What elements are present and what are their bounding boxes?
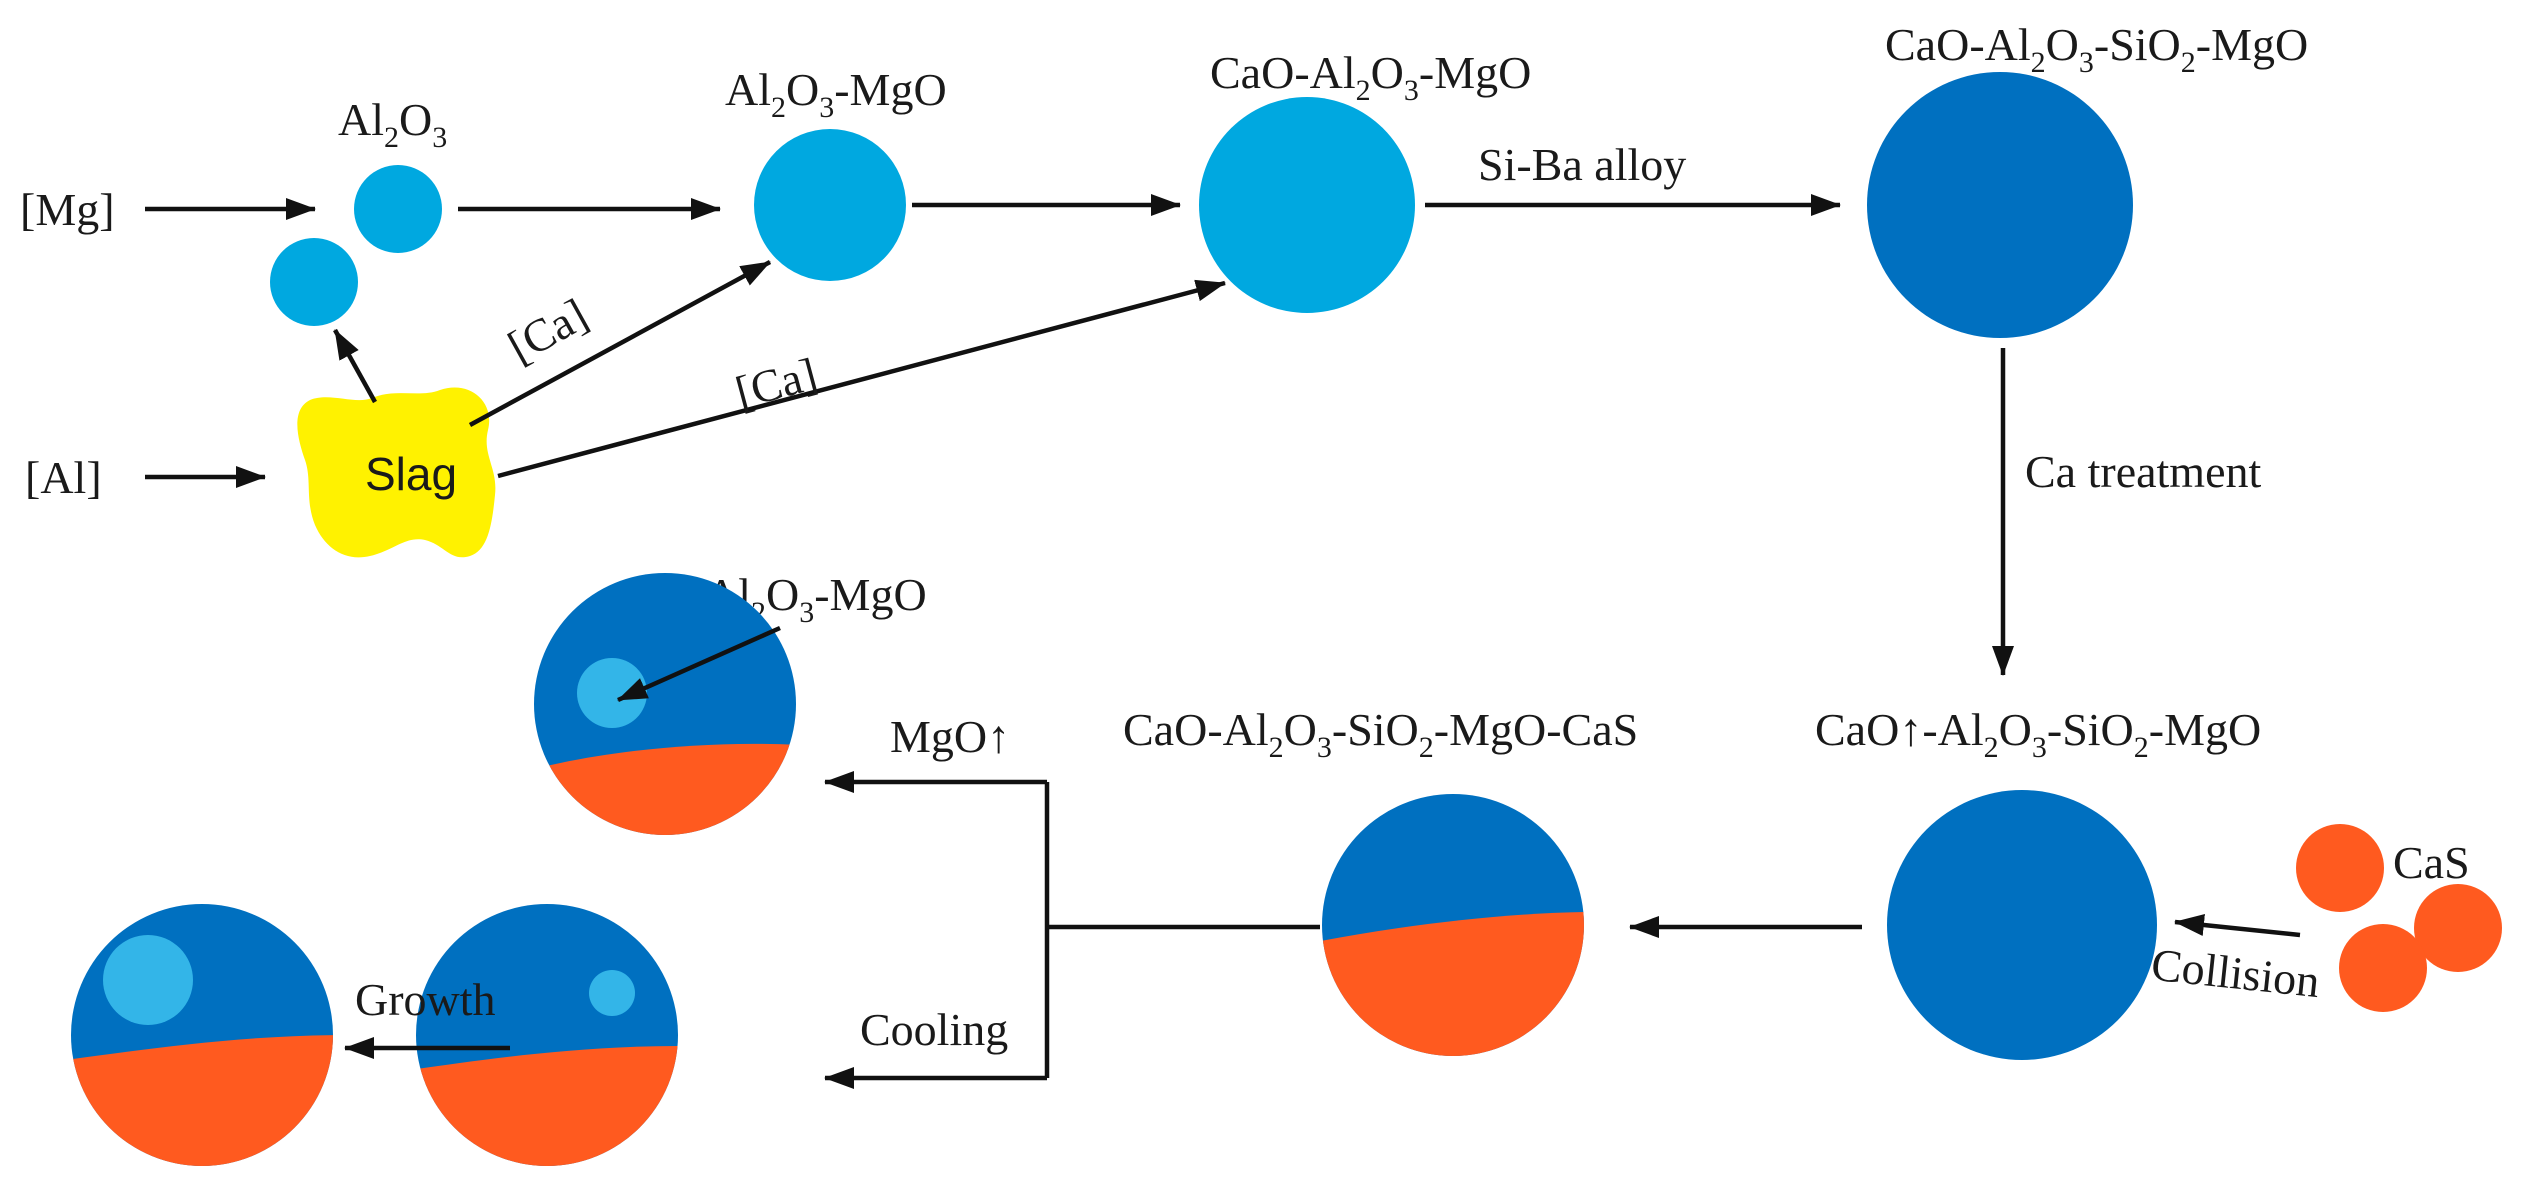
al-input-label: [Al]: [25, 452, 102, 503]
cooling-particle: [416, 904, 678, 1166]
growth-label: Growth: [355, 974, 496, 1025]
al2o3-particle-2: [270, 238, 358, 326]
cao-al2o3-sio2-mgo-label: CaO-Al2O3-SiO2-MgO: [1885, 19, 2308, 79]
grown-spinel: [103, 935, 193, 1025]
ca-treatment-label: Ca treatment: [2025, 446, 2262, 497]
mg-input-label: [Mg]: [20, 184, 115, 235]
slag-label: Slag: [365, 448, 457, 500]
siba-alloy-label: Si-Ba alloy: [1478, 139, 1686, 190]
cas-inclusion-particle: [1322, 794, 1584, 1056]
grown-particle: [71, 904, 333, 1166]
slag-blob: [297, 387, 496, 558]
cas-label: CaS: [2393, 837, 2470, 888]
small-spinel: [589, 970, 635, 1016]
slag-to-al2o3-arrow: [333, 328, 377, 404]
inner-spinel: [577, 658, 647, 728]
cao-up-particle: [1887, 790, 2157, 1060]
ca-label-2: [Ca]: [730, 348, 822, 418]
cas-particle-3: [2339, 924, 2427, 1012]
mgo-rich-particle: [534, 573, 796, 835]
mgo-up-label: MgO↑: [890, 711, 1010, 762]
slag-to-spinel-arrow: [468, 260, 772, 427]
cooling-label: Cooling: [860, 1004, 1008, 1055]
collision-label: Collision: [2149, 939, 2322, 1007]
cas-inclusion-label: CaO-Al2O3-SiO2-MgO-CaS: [1123, 704, 1638, 764]
cas-particle-1: [2296, 824, 2384, 912]
al2o3-particle: [354, 165, 442, 253]
cao-up-label: CaO↑-Al2O3-SiO2-MgO: [1815, 704, 2261, 764]
cao-al2o3-sio2-mgo-particle: [1867, 72, 2133, 338]
al2o3-mgo-particle: [754, 129, 906, 281]
al2o3-label: Al2O3: [338, 94, 447, 154]
slag-to-cao-arrow: [497, 279, 1226, 479]
collision-arrow: [2174, 914, 2301, 938]
al2o3-mgo-label: Al2O3-MgO: [725, 64, 947, 124]
ca-label-1: [Ca]: [499, 288, 595, 372]
spinel-pointer-arrow: [617, 625, 781, 703]
cao-al2o3-mgo-label: CaO-Al2O3-MgO: [1210, 47, 1531, 107]
cas-particle-2: [2414, 884, 2502, 972]
cao-al2o3-mgo-particle: [1199, 97, 1415, 313]
